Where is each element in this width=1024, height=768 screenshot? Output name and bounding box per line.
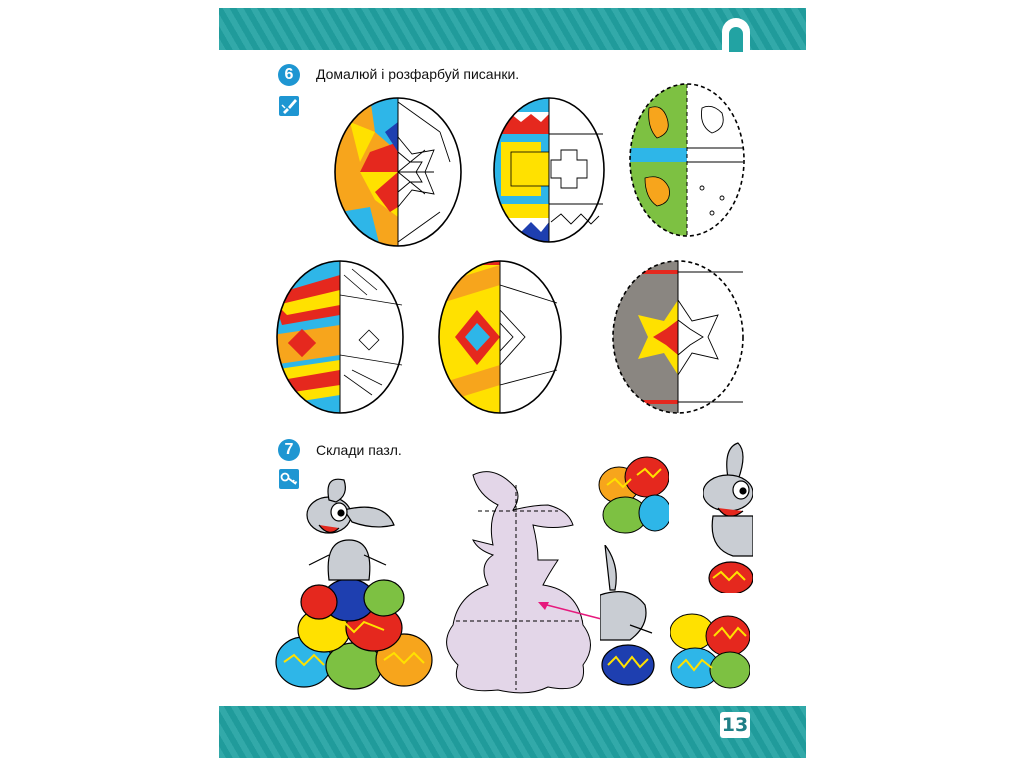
bunny-on-eggs-picture xyxy=(275,478,433,690)
egg-cross-blue[interactable] xyxy=(491,92,607,244)
puzzle-piece-bunny-side[interactable] xyxy=(600,545,658,688)
top-header-band xyxy=(219,8,806,50)
puzzle-piece-bunny-head[interactable] xyxy=(703,438,753,593)
bottom-footer-band xyxy=(219,706,806,758)
puzzle-piece-eggs-bottom-right[interactable] xyxy=(670,610,750,690)
egg-pattern-multicolor[interactable] xyxy=(272,255,408,415)
puzzle-piece-eggs-top-left[interactable] xyxy=(597,455,669,535)
task-6-number: 6 xyxy=(278,64,300,86)
egg-diamond-yellow[interactable] xyxy=(435,255,565,415)
puzzle-key-icon xyxy=(279,469,299,489)
puzzle-silhouette[interactable] xyxy=(438,465,603,695)
brush-pencil-icon xyxy=(279,96,299,116)
task-6-instruction: Домалюй і розфарбуй писанки. xyxy=(316,66,520,82)
task-7-instruction: Склади пазл. xyxy=(316,442,402,458)
egg-star-gray[interactable] xyxy=(608,255,748,415)
task-7-number: 7 xyxy=(278,439,300,461)
page-number: 13 xyxy=(720,712,750,738)
egg-star-orange[interactable] xyxy=(330,92,466,248)
egg-green-animals[interactable] xyxy=(627,78,747,238)
bookmark-tab-inner xyxy=(729,27,743,52)
